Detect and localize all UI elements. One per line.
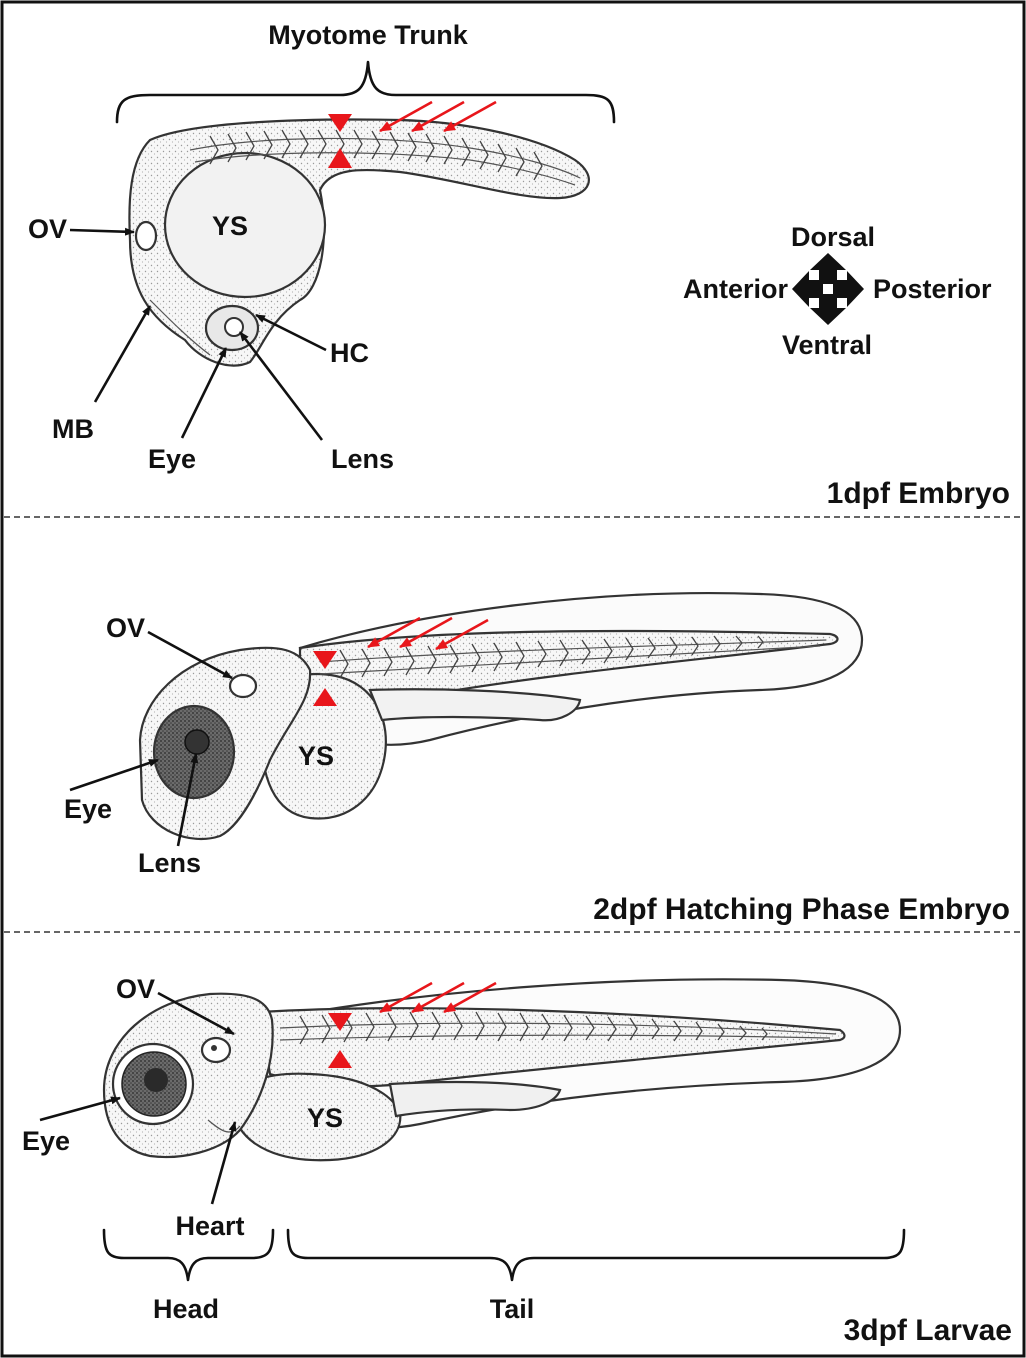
label-tail: Tail — [490, 1294, 535, 1324]
panel-title-2dpf: 2dpf Hatching Phase Embryo — [593, 893, 1010, 926]
label-lens-2dpf: Lens — [138, 848, 201, 878]
label-eye-2dpf: Eye — [64, 794, 112, 824]
tail-brace — [288, 1230, 904, 1280]
orientation-compass: Dorsal Ventral Anterior Posterior — [683, 222, 992, 360]
pointer-ov-1dpf — [70, 230, 134, 232]
label-eye-1dpf: Eye — [148, 444, 196, 474]
panel-title-1dpf: 1dpf Embryo — [827, 477, 1010, 510]
label-ys-3dpf: YS — [307, 1103, 343, 1133]
label-ov-1dpf: OV — [28, 214, 67, 244]
label-eye-3dpf: Eye — [22, 1126, 70, 1156]
compass-posterior: Posterior — [873, 274, 992, 304]
panel-title-3dpf: 3dpf Larvae — [844, 1314, 1012, 1347]
embryo-1dpf-illustration — [129, 120, 588, 366]
label-ys-2dpf: YS — [298, 741, 334, 771]
larva-3dpf-illustration — [104, 979, 900, 1160]
myotome-trunk-brace — [117, 62, 614, 122]
label-lens-1dpf: Lens — [331, 444, 394, 474]
label-ov-2dpf: OV — [106, 613, 145, 643]
compass-ventral: Ventral — [782, 330, 872, 360]
label-mb: MB — [52, 414, 94, 444]
label-ys-1dpf: YS — [212, 211, 248, 241]
label-head: Head — [153, 1294, 219, 1324]
myotome-trunk-label: Myotome Trunk — [268, 20, 469, 50]
pointer-mb — [95, 306, 150, 402]
compass-dorsal: Dorsal — [791, 222, 875, 252]
panel-1dpf: Myotome Trunk OV YS HC MB Eye Lens Dorsa… — [28, 20, 1010, 510]
label-ov-3dpf: OV — [116, 974, 155, 1004]
panel-2dpf: OV YS Eye Lens 2dpf Hatching Phase Embry… — [64, 593, 1010, 926]
panel-3dpf: OV YS Eye Heart Head Tail 3dpf Larvae — [22, 974, 1012, 1347]
label-heart: Heart — [175, 1211, 244, 1241]
pointer-eye-1dpf — [182, 348, 226, 438]
pointer-lens-1dpf — [240, 332, 322, 440]
compass-anterior: Anterior — [683, 274, 789, 304]
label-hc: HC — [330, 338, 369, 368]
embryo-2dpf-illustration — [140, 593, 862, 839]
